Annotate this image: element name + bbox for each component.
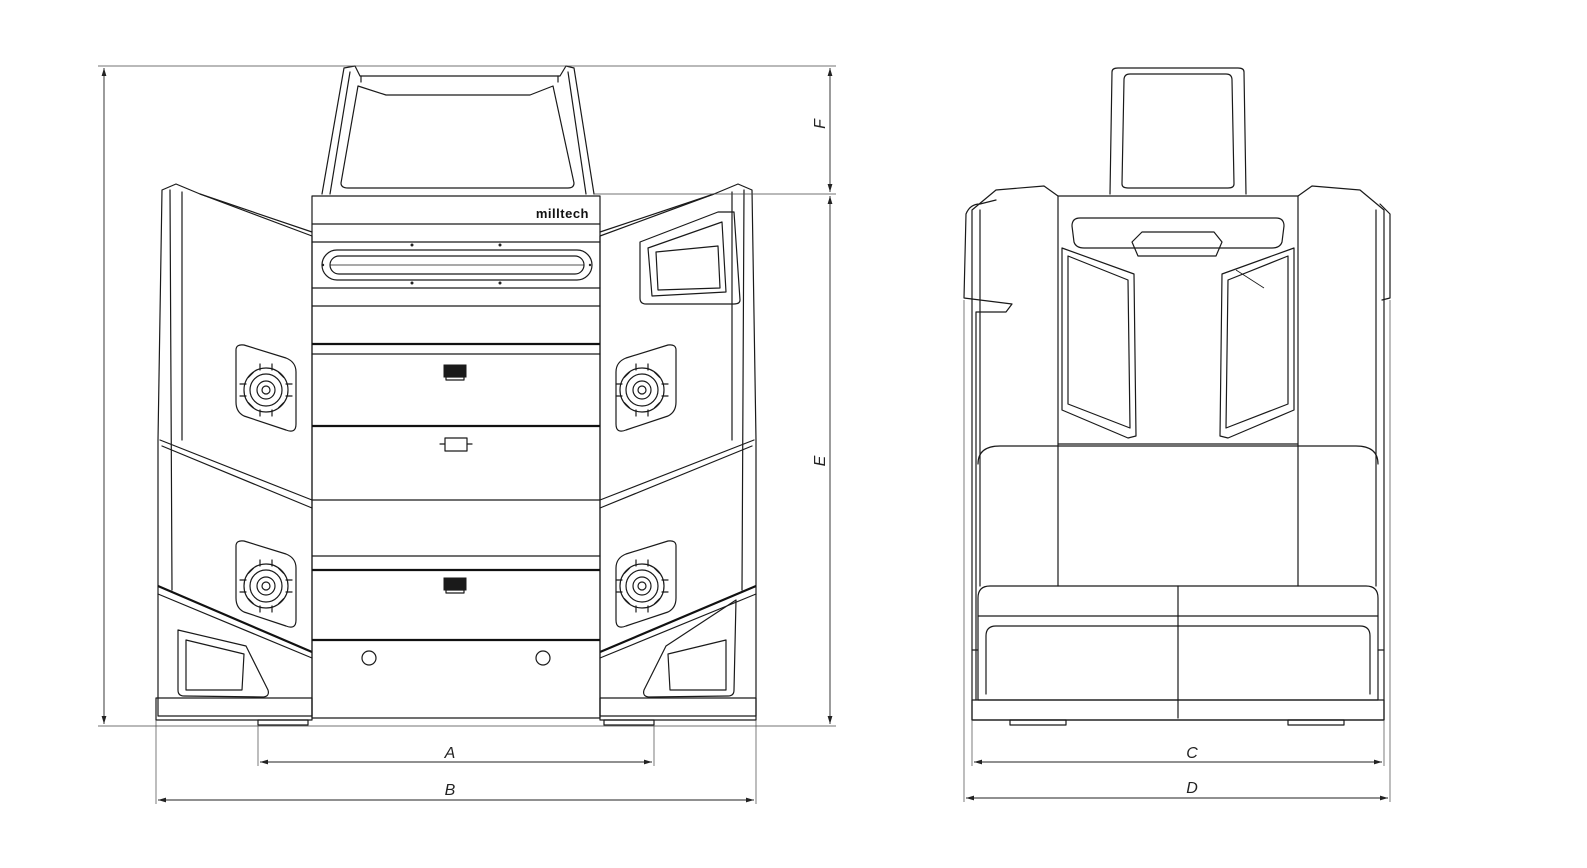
side-top-display [1109,67,1247,195]
front-right-panel [599,183,757,717]
drawer-handle-1 [443,364,467,381]
front-center-stack: milltech [311,195,601,719]
brand-label: milltech [536,206,589,221]
dim-label-b: B [445,782,456,799]
front-base [155,697,757,726]
front-top-display [321,65,595,195]
dim-label-e: E [812,455,829,466]
drawer-handle-2 [439,437,473,452]
dim-label-d: D [1186,780,1198,797]
side-view [963,67,1391,726]
front-view: milltech [155,65,757,726]
dim-label-f: F [812,118,829,129]
dim-label-c: C [1186,745,1198,762]
drawer-handle-3 [443,577,467,594]
dim-label-a: A [444,745,456,762]
dimension-labels: A B C D E F [444,118,1199,799]
front-left-panel [157,183,313,717]
dimension-lines [98,65,1391,804]
